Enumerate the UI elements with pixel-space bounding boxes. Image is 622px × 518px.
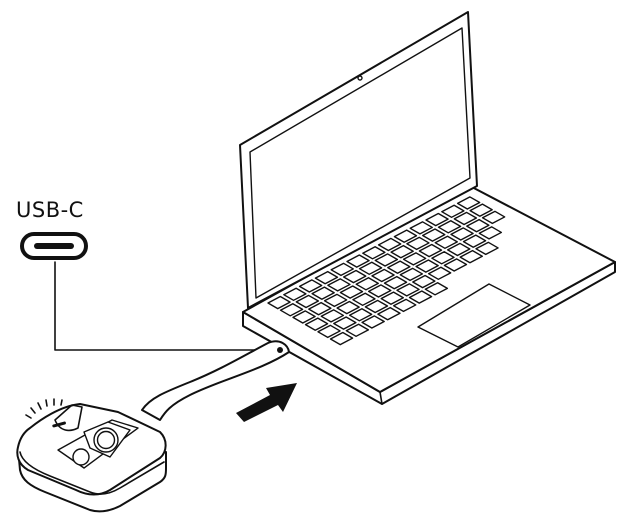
keyboard-key — [466, 218, 490, 233]
keyboard-key — [304, 317, 329, 331]
keyboard-key — [308, 301, 332, 316]
keyboard — [267, 196, 506, 346]
keyboard-key — [393, 298, 417, 313]
keyboard-key — [323, 293, 348, 308]
keyboard-key — [387, 260, 411, 274]
touchpad — [417, 283, 531, 348]
keyboard-key — [345, 323, 370, 338]
keyboard-key — [399, 267, 424, 282]
webcam-icon — [357, 75, 363, 81]
connection-point — [277, 347, 283, 353]
keyboard-key — [434, 235, 458, 250]
keyboard-key — [481, 210, 506, 225]
keyboard-key — [343, 269, 367, 284]
keyboard-key — [283, 287, 307, 302]
keyboard-key — [364, 299, 389, 314]
keyboard-key — [377, 237, 402, 252]
keyboard-key — [292, 310, 316, 324]
keyboard-key — [427, 266, 452, 281]
keyboard-key — [355, 277, 379, 291]
keyboard-key — [424, 282, 449, 296]
keyboard-key — [425, 212, 449, 227]
keyboard-key — [333, 316, 357, 330]
keyboard-key — [469, 203, 493, 217]
keyboard-key — [393, 229, 418, 243]
keyboard-key — [437, 220, 462, 234]
keyboard-key — [475, 241, 499, 256]
keyboard-key — [453, 211, 478, 226]
keyboard-key — [459, 249, 483, 264]
keyboard-key — [412, 274, 436, 289]
keyboard-key — [418, 243, 443, 258]
keyboard-key — [348, 308, 373, 322]
keyboard-key — [352, 292, 376, 307]
keyboard-key — [450, 227, 474, 241]
keyboard-key — [371, 268, 395, 283]
keyboard-key — [383, 275, 408, 290]
usb-c-port-icon — [20, 232, 88, 260]
keyboard-key — [478, 226, 503, 240]
keyboard-key — [408, 290, 433, 304]
keyboard-key — [327, 278, 351, 292]
led-glow-icon — [25, 398, 63, 419]
keyboard-key — [361, 315, 385, 329]
keyboard-key — [462, 234, 487, 248]
keyboard-key — [402, 252, 427, 266]
secondary-button — [72, 448, 90, 466]
keyboard-key — [431, 251, 455, 265]
keyboard-key — [362, 246, 386, 260]
usb-c-dongle — [16, 340, 290, 513]
keyboard-key — [339, 285, 364, 299]
keyboard-key — [396, 283, 420, 297]
keyboard-key — [295, 294, 320, 309]
callout-line — [54, 261, 280, 351]
keyboard-key — [422, 228, 446, 242]
keyboard-key — [314, 270, 339, 285]
keyboard-key — [406, 236, 430, 251]
keyboard-key — [358, 261, 383, 276]
keyboard-key — [279, 303, 304, 317]
keyboard-key — [390, 244, 414, 259]
dongle-cable — [141, 340, 290, 421]
keyboard-key — [377, 306, 401, 321]
keyboard-key — [346, 254, 370, 268]
keyboard-key — [317, 324, 341, 339]
keyboard-key — [374, 253, 399, 267]
laptop-screen — [249, 27, 471, 299]
keyboard-key — [329, 331, 354, 346]
keyboard-key — [443, 258, 468, 272]
keyboard-key — [409, 221, 433, 235]
keyboard-key — [311, 286, 335, 300]
keyboard-key — [380, 291, 404, 305]
keyboard-key — [336, 300, 360, 315]
laptop — [239, 11, 616, 405]
insert-arrow-icon — [236, 383, 297, 422]
keyboard-key — [368, 284, 392, 298]
led-indicator — [52, 421, 66, 428]
keyboard-key — [456, 196, 481, 210]
keyboard-key — [320, 309, 345, 323]
keyboard-key — [330, 262, 354, 277]
keyboard-key — [447, 242, 471, 257]
keyboard-key — [267, 295, 291, 310]
keyboard-key — [415, 259, 439, 273]
keyboard-key — [298, 279, 323, 293]
usb-c-label: USB-C — [16, 198, 84, 222]
keyboard-key — [441, 204, 465, 219]
